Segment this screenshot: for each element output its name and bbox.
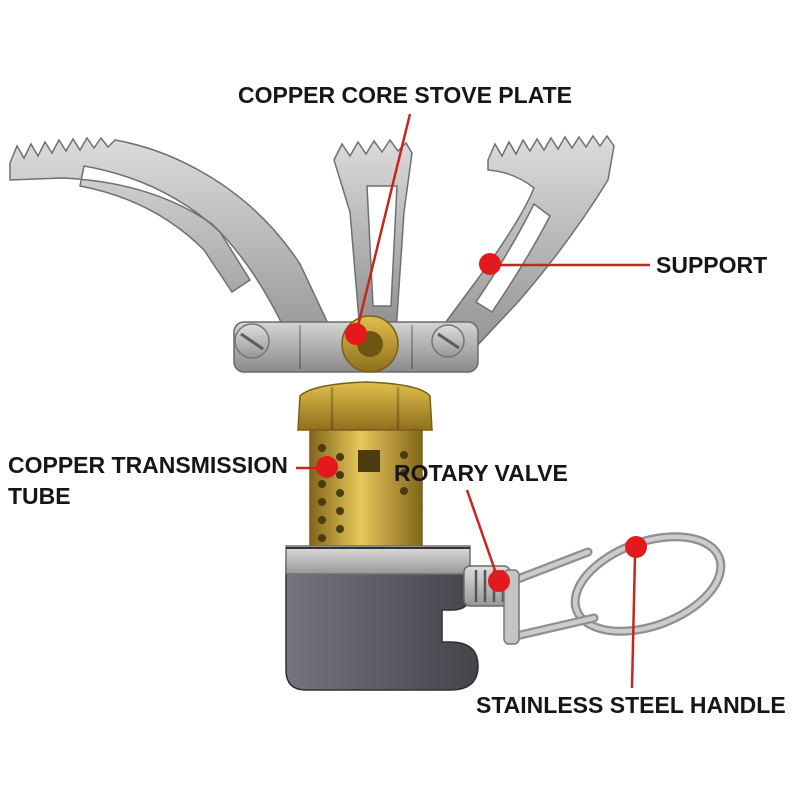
label-stove-plate: COPPER CORE STOVE PLATE bbox=[238, 82, 572, 108]
label-support: SUPPORT bbox=[656, 252, 768, 278]
body-collar bbox=[285, 545, 471, 575]
support-arm-right bbox=[424, 134, 615, 365]
marker-dot-rotary-valve bbox=[488, 570, 510, 592]
marker-dot-stove-plate bbox=[345, 323, 367, 345]
marker-dots bbox=[316, 253, 647, 592]
screw-slot bbox=[437, 332, 460, 350]
marker-dot-transmission-tube bbox=[316, 456, 338, 478]
hex-nut bbox=[297, 381, 433, 431]
label-stainless-handle: STAINLESS STEEL HANDLE bbox=[476, 692, 786, 718]
leader-line-rotary-valve bbox=[465, 489, 499, 577]
leader-lines bbox=[296, 113, 650, 689]
marker-dot-handle bbox=[625, 536, 647, 558]
wire-handle bbox=[503, 532, 726, 645]
leader-line-stove-plate bbox=[355, 113, 412, 331]
label-rotary-valve: ROTARY VALVE bbox=[394, 460, 568, 486]
marker-dot-support bbox=[479, 253, 501, 275]
screw-slot bbox=[240, 332, 264, 351]
label-transmission-tube: COPPER TRANSMISSION TUBE bbox=[8, 452, 288, 510]
support-arm-center bbox=[333, 138, 413, 333]
leader-line-handle bbox=[630, 555, 637, 689]
tube-vent-holes bbox=[318, 444, 408, 542]
